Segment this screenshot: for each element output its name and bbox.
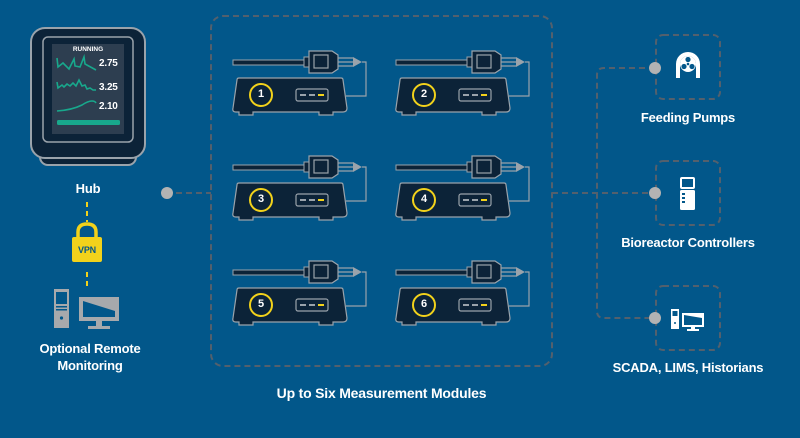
module-number: 2 bbox=[421, 88, 427, 100]
led-off bbox=[309, 199, 315, 201]
led-on bbox=[318, 199, 324, 201]
output-label-pumps: Feeding Pumps bbox=[640, 110, 736, 125]
hub-reading-2: 3.25 bbox=[99, 82, 118, 93]
status-led-panel bbox=[295, 193, 329, 207]
pumps-port-node bbox=[649, 62, 661, 74]
status-led-panel bbox=[458, 298, 492, 312]
hub-screen-status: RUNNING bbox=[72, 46, 104, 53]
hub-label: Hub bbox=[75, 181, 101, 196]
module-number: 1 bbox=[258, 88, 264, 100]
status-led-panel bbox=[295, 88, 329, 102]
module-cable bbox=[346, 61, 367, 97]
module-6[interactable] bbox=[395, 260, 530, 326]
hub-reading-1: 2.75 bbox=[99, 58, 118, 69]
module-number-ring bbox=[249, 293, 273, 317]
module-1[interactable] bbox=[232, 50, 367, 116]
probe-connector bbox=[308, 50, 339, 74]
probe-connector bbox=[471, 260, 502, 284]
led-off bbox=[472, 94, 478, 96]
module-3[interactable] bbox=[232, 155, 367, 221]
module-2[interactable] bbox=[395, 50, 530, 116]
output-box-scada bbox=[655, 285, 721, 351]
led-off bbox=[300, 94, 306, 96]
lock-icon bbox=[72, 222, 102, 262]
scada-port-node bbox=[649, 312, 661, 324]
outputs-bus-line bbox=[596, 67, 655, 319]
module-cable bbox=[346, 271, 367, 307]
trend-line-2 bbox=[56, 78, 96, 91]
probe-connector bbox=[308, 155, 339, 179]
module-cable bbox=[509, 166, 530, 202]
probe-connector bbox=[308, 260, 339, 284]
led-off bbox=[472, 304, 478, 306]
status-led-panel bbox=[295, 298, 329, 312]
led-off bbox=[463, 94, 469, 96]
module-number-ring bbox=[249, 83, 273, 107]
hub-port-node bbox=[161, 187, 173, 199]
modules-title: Up to Six Measurement Modules bbox=[276, 385, 487, 401]
module-4[interactable] bbox=[395, 155, 530, 221]
led-off bbox=[309, 94, 315, 96]
probe-cable bbox=[232, 269, 307, 276]
output-label-controllers: Bioreactor Controllers bbox=[621, 235, 755, 250]
module-number-ring bbox=[412, 188, 436, 212]
module-number-ring bbox=[412, 293, 436, 317]
pump-icon bbox=[676, 52, 700, 78]
status-led-panel bbox=[458, 193, 492, 207]
trend-line-3 bbox=[56, 100, 97, 112]
module-number: 5 bbox=[258, 298, 264, 310]
led-off bbox=[472, 199, 478, 201]
controller-icon bbox=[680, 177, 695, 210]
remote-label-line1: Optional Remote bbox=[39, 341, 141, 356]
led-off bbox=[300, 304, 306, 306]
module-number-ring bbox=[412, 83, 436, 107]
trend-line-1 bbox=[56, 53, 97, 71]
probe-connector bbox=[471, 155, 502, 179]
output-box-pumps bbox=[655, 34, 721, 100]
module-5[interactable] bbox=[232, 260, 367, 326]
led-off bbox=[463, 199, 469, 201]
hub-device[interactable] bbox=[30, 27, 146, 166]
led-on bbox=[481, 304, 487, 306]
led-on bbox=[318, 304, 324, 306]
module-cable bbox=[346, 166, 367, 202]
probe-cable bbox=[395, 269, 470, 276]
led-on bbox=[318, 94, 324, 96]
module-number: 3 bbox=[258, 193, 264, 205]
computer-icon bbox=[54, 289, 119, 329]
led-off bbox=[463, 304, 469, 306]
module-number: 6 bbox=[421, 298, 427, 310]
controllers-port-node bbox=[649, 187, 661, 199]
scada-computer-icon bbox=[671, 309, 704, 331]
hub-progress-bar bbox=[57, 120, 120, 125]
module-number: 4 bbox=[421, 193, 427, 205]
led-off bbox=[300, 199, 306, 201]
module-cable bbox=[509, 271, 530, 307]
status-led-panel bbox=[458, 88, 492, 102]
connector-lines bbox=[166, 15, 721, 367]
probe-cable bbox=[395, 164, 470, 171]
measurement-modules bbox=[232, 50, 530, 326]
vpn-label: VPN bbox=[78, 245, 96, 255]
output-label-scada: SCADA, LIMS, Historians bbox=[612, 360, 764, 375]
hub-reading-3: 2.10 bbox=[99, 101, 118, 112]
probe-cable bbox=[395, 59, 470, 66]
module-cable bbox=[509, 61, 530, 97]
module-number-ring bbox=[249, 188, 273, 212]
output-box-controllers bbox=[655, 160, 721, 226]
led-on bbox=[481, 94, 487, 96]
probe-connector bbox=[471, 50, 502, 74]
remote-label-line2: Monitoring bbox=[57, 358, 123, 373]
probe-cable bbox=[232, 164, 307, 171]
probe-cable bbox=[232, 59, 307, 66]
led-on bbox=[481, 199, 487, 201]
led-off bbox=[309, 304, 315, 306]
